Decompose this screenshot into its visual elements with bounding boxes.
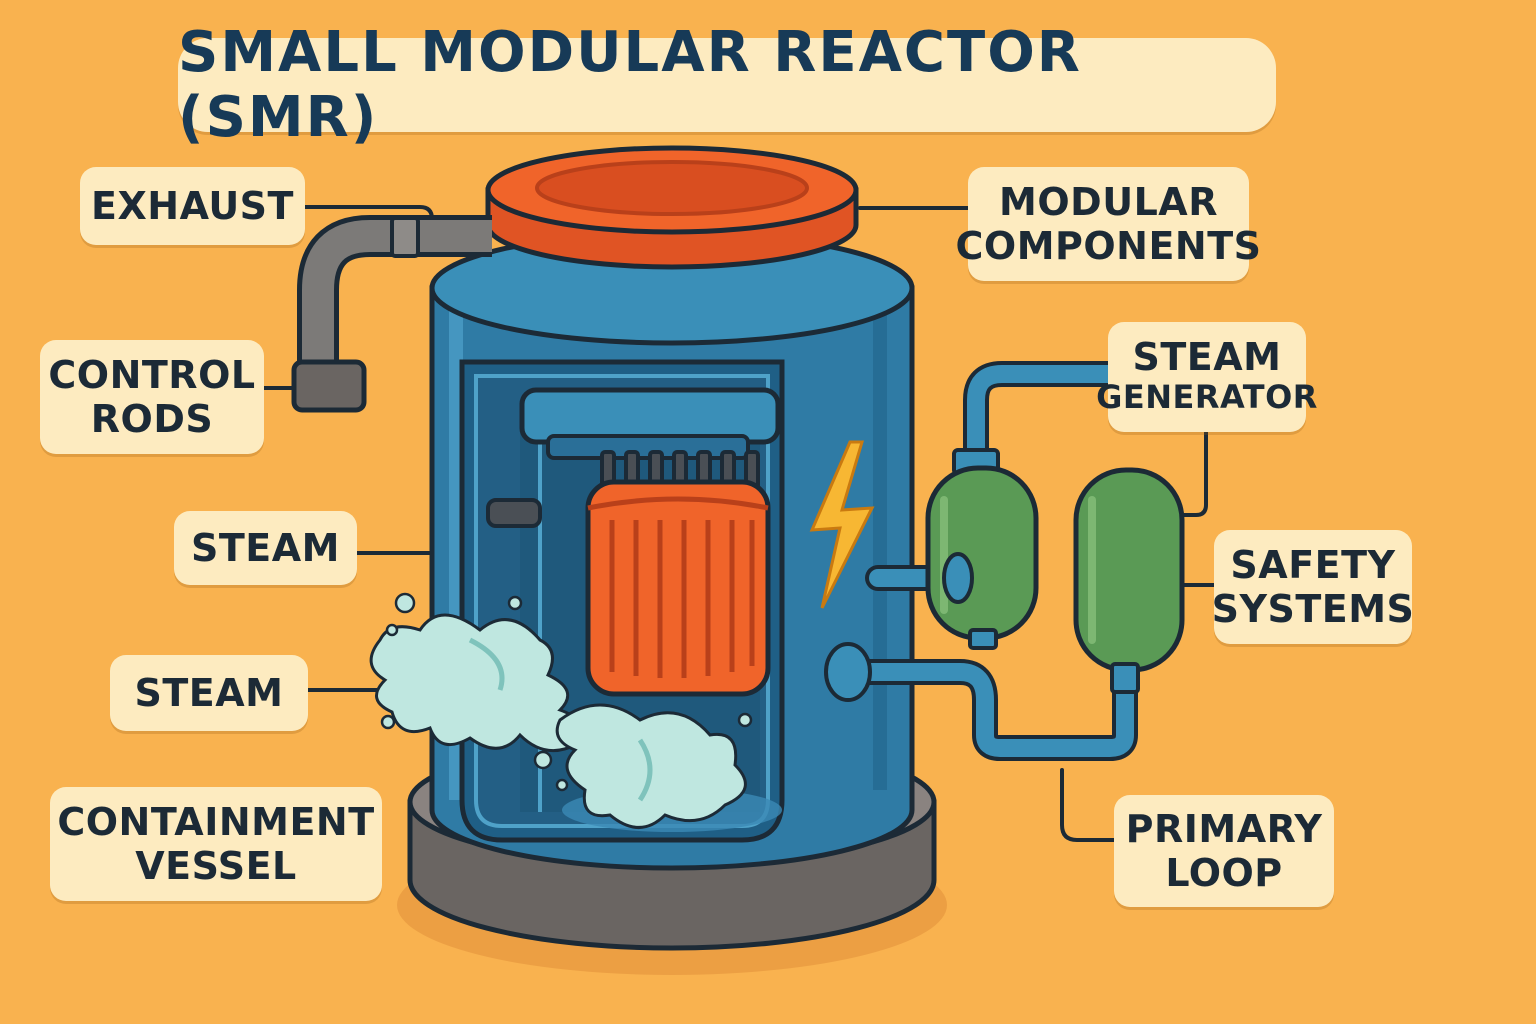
exhaust-pipe (291, 215, 492, 413)
label-modular-components: MODULAR COMPONENTS (956, 167, 1261, 281)
label-steam-upper-line1: STEAM (191, 526, 340, 570)
label-exhaust: EXHAUST (80, 167, 305, 245)
steam-plume (369, 613, 747, 829)
label-control-rods-line2: RODS (90, 397, 214, 441)
label-primary-loop-line1: PRIMARY (1125, 807, 1323, 851)
label-steam-generator-line2: GENERATOR (1096, 378, 1318, 416)
leader-primary-loop (1060, 768, 1116, 842)
steam-generator-tank (925, 448, 1039, 650)
label-containment-vessel-line2: VESSEL (135, 844, 297, 888)
primary-loop-piping (824, 361, 1138, 761)
leader-steam-generator (1178, 418, 1208, 517)
reactor-core (585, 479, 771, 697)
vessel-lid (485, 145, 859, 270)
label-safety-systems-line1: SAFETY (1230, 543, 1396, 587)
label-exhaust-line1: EXHAUST (91, 184, 294, 228)
label-steam-upper: STEAM (174, 511, 357, 585)
green-tanks (925, 448, 1185, 694)
label-containment-vessel-line1: CONTAINMENT (57, 800, 375, 844)
label-control-rods: CONTROL RODS (40, 340, 264, 454)
label-control-rods-line1: CONTROL (48, 353, 256, 397)
label-steam-lower: STEAM (110, 655, 308, 731)
steam-bubbles (380, 592, 753, 792)
label-containment-vessel: CONTAINMENT VESSEL (50, 787, 382, 901)
safety-systems-tank (1073, 467, 1185, 694)
label-safety-systems-line2: SYSTEMS (1211, 587, 1415, 631)
label-safety-systems: SAFETY SYSTEMS (1211, 530, 1415, 644)
label-primary-loop: PRIMARY LOOP (1114, 795, 1334, 907)
label-modular-components-line2: COMPONENTS (955, 224, 1262, 268)
lightning-bolt-icon (809, 440, 875, 609)
label-steam-generator-line1: STEAM (1132, 335, 1282, 379)
label-steam-lower-line1: STEAM (134, 671, 284, 715)
label-primary-loop-line2: LOOP (1165, 851, 1283, 895)
label-steam-generator: STEAM GENERATOR (1096, 322, 1317, 432)
label-modular-components-line1: MODULAR (999, 180, 1218, 224)
